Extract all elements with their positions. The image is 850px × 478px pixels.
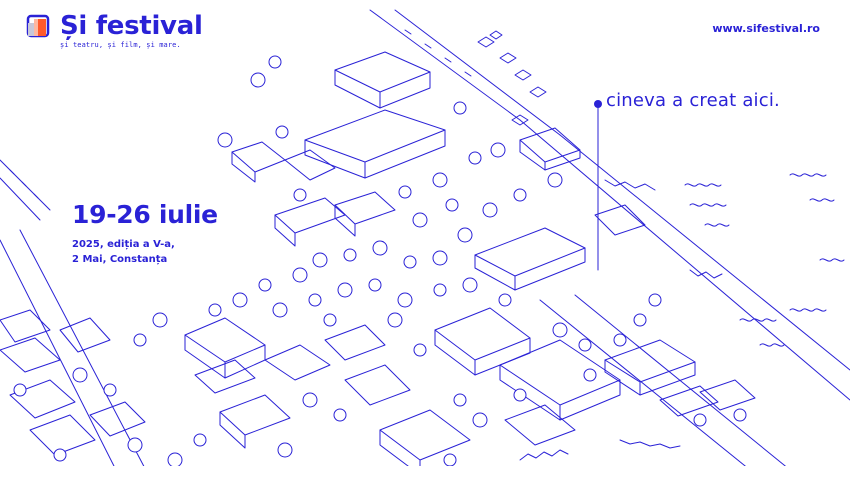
event-edition: 2025, ediția a V-a, — [72, 239, 175, 250]
event-location: 2 Mai, Constanța — [72, 254, 168, 265]
festival-slogan: cineva a creat aici. — [606, 90, 780, 111]
festival-name: Și festival — [60, 11, 203, 41]
event-dates: 19-26 iulie — [72, 200, 218, 229]
event-details: 2025, ediția a V-a, 2 Mai, Constanța — [72, 237, 175, 267]
website-link[interactable]: www.sifestival.ro — [712, 22, 820, 35]
festival-logo[interactable]: Și festival și teatru, și film, și mare. — [26, 12, 203, 49]
logo-text: Și festival și teatru, și film, și mare. — [60, 12, 203, 49]
festival-tagline: și teatru, și film, și mare. — [60, 41, 181, 49]
festival-logo-icon — [26, 14, 52, 40]
